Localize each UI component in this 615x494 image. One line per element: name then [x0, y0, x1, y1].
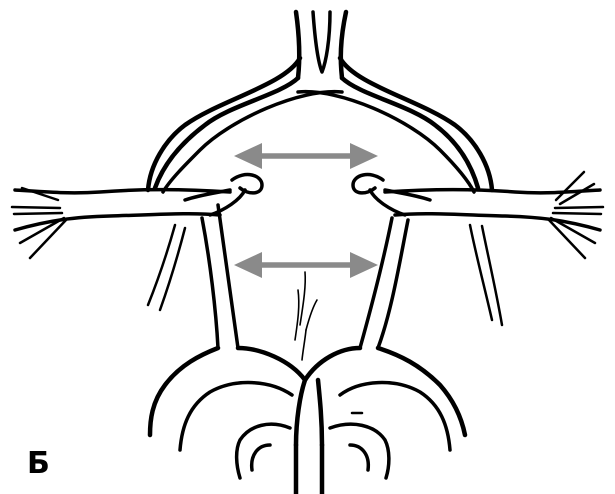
right-posterior-cerebral-arch	[298, 58, 492, 192]
lower-double-arrow	[234, 252, 378, 278]
right-carotid-stump	[353, 175, 430, 215]
left-posterior-cerebral-arch	[148, 58, 342, 192]
lower-inner-contours	[180, 383, 450, 494]
lower-vessel-junction	[150, 348, 465, 445]
right-communicating-artery	[360, 218, 408, 348]
panel-label: Б	[27, 446, 50, 482]
central-perforating-arteries	[295, 272, 317, 360]
left-communicating-artery	[202, 205, 238, 348]
upper-double-arrow	[234, 143, 378, 169]
left-carotid-stump	[185, 175, 262, 215]
basilar-artery	[296, 12, 346, 78]
right-middle-cerebral-artery	[385, 172, 603, 258]
right-descending-branch	[470, 225, 502, 325]
left-descending-branch	[148, 225, 185, 310]
left-middle-cerebral-artery	[12, 188, 230, 258]
